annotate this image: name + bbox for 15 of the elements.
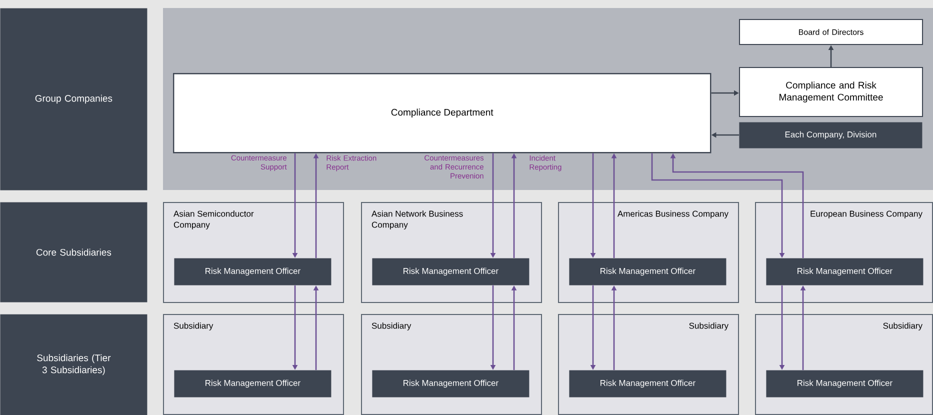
department-box: Compliance Department: [173, 73, 712, 154]
row-header: Group Companies: [0, 8, 148, 190]
officer-box: Risk Management Officer: [174, 258, 332, 286]
committee-box: Board of Directors: [739, 19, 924, 45]
row-header: Core Subsidiaries: [0, 202, 148, 302]
officer-box: Risk Management Officer: [766, 370, 924, 398]
officer-box: Risk Management Officer: [174, 370, 332, 398]
row-header: Subsidiaries (Tier 3 Subsidiaries): [0, 314, 148, 415]
division-box: Each Company, Division: [739, 122, 922, 148]
officer-box: Risk Management Officer: [372, 370, 530, 398]
officer-box: Risk Management Officer: [569, 370, 726, 398]
officer-box: Risk Management Officer: [372, 258, 530, 286]
officer-box: Risk Management Officer: [569, 258, 726, 286]
officer-box: Risk Management Officer: [766, 258, 924, 286]
committee-box: Compliance and Risk Management Committee: [739, 67, 924, 117]
